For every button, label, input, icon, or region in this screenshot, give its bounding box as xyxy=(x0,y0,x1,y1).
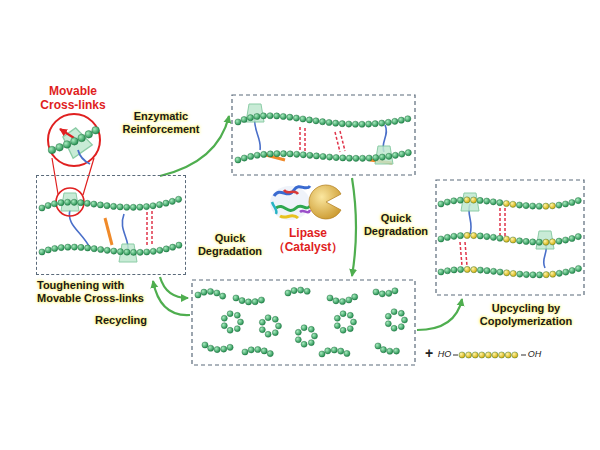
polymer-chain xyxy=(195,288,226,299)
arrow-label: Quick Degradation xyxy=(192,232,268,258)
process-arrows xyxy=(153,116,462,330)
polymer-chain xyxy=(39,242,182,255)
end-group: HO xyxy=(437,349,452,360)
zoom-chain xyxy=(48,126,99,153)
polymer-chains xyxy=(39,113,582,358)
cyclic-oligomer xyxy=(385,309,407,332)
polymer-chain xyxy=(242,346,273,356)
end-bonds xyxy=(453,355,526,356)
polymer-chain xyxy=(438,232,581,245)
callout-label: Movable Cross-links xyxy=(30,84,116,112)
degraded-fragments-box xyxy=(192,280,415,365)
network-box: Toughening with Movable Cross-links xyxy=(36,175,186,275)
polymer-chain xyxy=(319,347,350,357)
cyclic-oligomer xyxy=(221,311,243,334)
arrow-label: Quick Degradation xyxy=(358,212,434,238)
arrow-label: Upcycling by Copolymerization xyxy=(470,302,582,328)
polymer-chain xyxy=(202,342,233,353)
polymer-chain xyxy=(327,294,358,305)
polymer-chain xyxy=(39,196,182,211)
cross-links-left xyxy=(61,193,152,262)
polymer-chain xyxy=(438,265,582,278)
polymer-chain xyxy=(235,113,411,128)
arrow-label: Enzymatic Reinforcement xyxy=(116,110,206,136)
cyclic-oligomer xyxy=(295,325,317,348)
box-heading: Toughening with Movable Cross-links xyxy=(37,279,151,305)
polymer-chain xyxy=(438,197,581,210)
reinforced-network-box xyxy=(232,95,415,175)
end-group: OH xyxy=(527,349,542,360)
movable-crosslink-zoom xyxy=(48,114,100,216)
cyclic-oligomer xyxy=(334,311,356,334)
arrow-label: Recycling xyxy=(92,314,150,327)
polymer-chain xyxy=(235,150,412,164)
polymer-chain xyxy=(375,343,400,354)
upcycled-network-box xyxy=(436,180,584,295)
polymer-chain xyxy=(459,352,518,358)
polymer-chain xyxy=(285,287,310,296)
plus-sign: + xyxy=(423,346,435,360)
lipase-enzyme xyxy=(270,185,341,220)
cross-links-right xyxy=(460,193,554,268)
polymer-chain xyxy=(233,295,265,305)
polymer-chain xyxy=(373,288,398,297)
catalyst-label: Lipase （Catalyst） xyxy=(262,226,354,254)
cyclic-oligomer xyxy=(259,315,281,338)
cross-links-top xyxy=(246,104,393,164)
